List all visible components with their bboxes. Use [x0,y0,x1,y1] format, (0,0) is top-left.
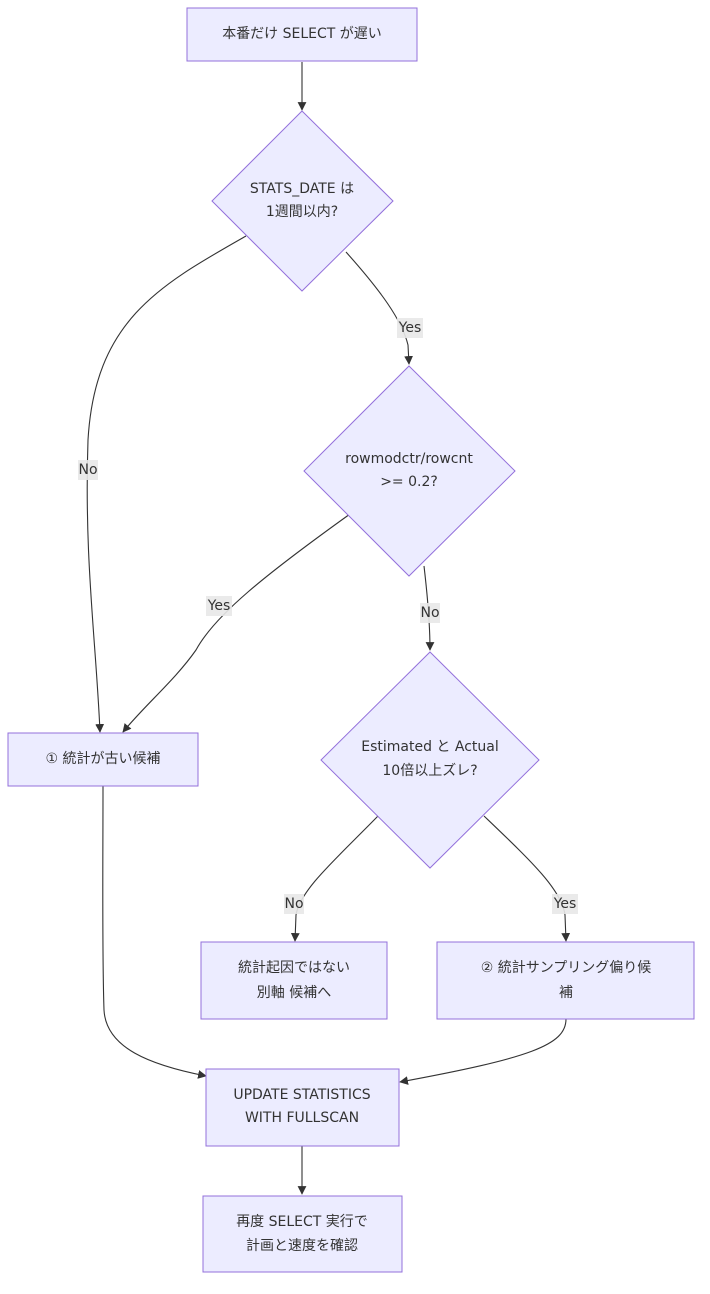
edge-stats-date-no [86,235,247,733]
node-candidate-old-stats: ① 統計が古い候補 [7,732,199,787]
svg-text:別軸 候補へ: 別軸 候補へ [257,985,331,1001]
edge-label-rowmod-yes: Yes [206,596,232,616]
svg-text:WITH FULLSCAN: WITH FULLSCAN [245,1110,359,1126]
svg-text:補: 補 [559,985,573,1001]
svg-text:No: No [284,896,303,912]
svg-text:Yes: Yes [207,598,231,614]
edge-label-stats-yes: Yes [397,318,423,338]
svg-text:1週間以内?: 1週間以内? [266,204,338,220]
svg-text:>= 0.2?: >= 0.2? [380,474,438,490]
node-rerun: 再度 SELECT 実行で 計画と速度を確認 [202,1195,403,1273]
edge-labels: Yes No Yes No No Yes [78,318,578,914]
edge-sampling-to-update [399,1018,567,1085]
svg-text:Yes: Yes [553,896,577,912]
svg-text:再度 SELECT 実行で: 再度 SELECT 実行で [236,1214,368,1230]
node-candidate-sampling: ② 統計サンプリング偏り候 補 [436,941,695,1020]
svg-text:統計起因ではない: 統計起因ではない [238,960,350,976]
edge-label-stats-no: No [78,460,98,480]
svg-text:Yes: Yes [398,320,422,336]
edge-rowmod-yes [122,513,351,733]
svg-text:計画と速度を確認: 計画と速度を確認 [246,1238,358,1254]
decision-rowmod: rowmodctr/rowcnt >= 0.2? [303,365,516,577]
svg-text:rowmodctr/rowcnt: rowmodctr/rowcnt [345,451,473,467]
edge-old-stats-to-update [102,785,207,1079]
decision-estimate: Estimated と Actual 10倍以上ズレ? [320,651,540,869]
edge-label-estimate-no: No [284,894,304,914]
svg-text:本番だけ SELECT が遅い: 本番だけ SELECT が遅い [222,26,382,42]
svg-text:No: No [420,605,439,621]
node-update-stats: UPDATE STATISTICS WITH FULLSCAN [205,1068,400,1147]
svg-text:② 統計サンプリング偏り候: ② 統計サンプリング偏り候 [481,960,652,976]
svg-text:No: No [78,462,97,478]
svg-text:10倍以上ズレ?: 10倍以上ズレ? [382,763,477,779]
svg-text:STATS_DATE は: STATS_DATE は [250,181,354,197]
svg-text:Estimated と Actual: Estimated と Actual [361,739,498,755]
svg-text:① 統計が古い候補: ① 統計が古い候補 [45,751,160,767]
edge-stats-date-yes [345,251,413,365]
edge-estimate-yes [483,815,571,942]
edge-label-rowmod-no: No [420,603,440,623]
svg-text:UPDATE STATISTICS: UPDATE STATISTICS [233,1087,370,1103]
node-start: 本番だけ SELECT が遅い [186,7,418,62]
node-not-stats: 統計起因ではない 別軸 候補へ [200,941,388,1020]
decision-stats-date: STATS_DATE は 1週間以内? [211,110,394,292]
edge-estimate-no [290,815,379,942]
edge-label-estimate-yes: Yes [552,894,578,914]
